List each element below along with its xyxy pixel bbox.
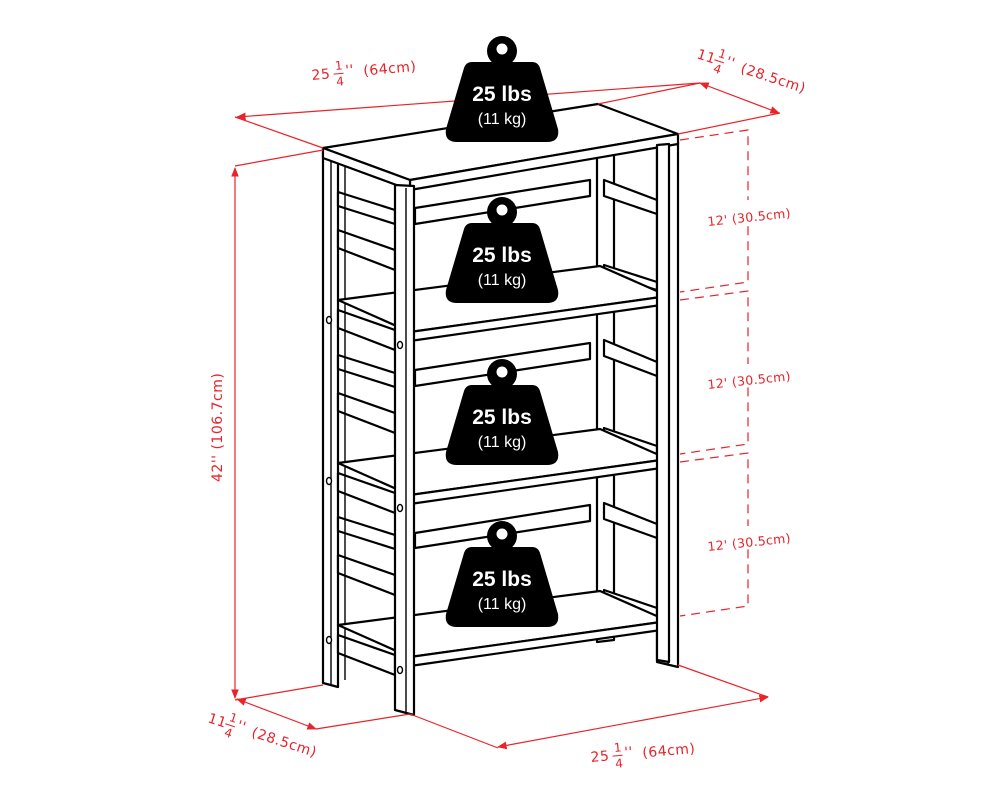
bottom-depth-unit: '' [235,718,248,736]
top-depth-whole: 11 [695,47,718,68]
weight-icon: 25 lbs (11 kg) [445,197,559,303]
weight-icon: 25 lbs (11 kg) [445,359,559,465]
bottom-depth-whole: 11 [206,711,229,732]
weight-label-lbs: 25 lbs [472,244,532,267]
weight-icon: 25 lbs (11 kg) [445,36,559,142]
top-width-metric: (64cm) [363,59,417,80]
bottom-depth-metric: (28.5cm) [250,725,319,761]
weight-label-lbs: 25 lbs [472,83,532,106]
bottom-depth-frac-num: 1 [228,710,240,726]
dimension-top-depth: 11 1 4 '' (28.5cm) [695,46,808,97]
bottom-depth-frac-den: 4 [223,725,235,741]
top-width-frac-num: 1 [334,58,343,73]
bottom-width-unit: '' [624,744,634,761]
top-depth-unit: '' [724,54,737,72]
weight-label-kg: (11 kg) [478,434,527,451]
top-width-whole: 25 [311,66,331,84]
top-width-unit: '' [345,62,355,79]
weight-label-kg: (11 kg) [478,272,527,289]
dimension-bottom-width: 25 1 4 '' (64cm) [590,740,696,771]
weight-label-lbs: 25 lbs [472,406,532,429]
top-depth-frac-den: 4 [712,61,724,77]
top-width-frac-den: 4 [336,74,345,89]
top-depth-frac-num: 1 [717,46,729,62]
bottom-width-whole: 25 [590,748,610,766]
top-depth-metric: (28.5cm) [739,61,808,97]
bottom-width-metric: (64cm) [642,741,696,762]
bolt-holes [325,315,404,675]
weight-icon: 25 lbs (11 kg) [445,521,559,627]
bottom-width-frac-num: 1 [613,740,622,755]
dimension-bottom-depth: 11 1 4 '' (28.5cm) [206,710,319,761]
bottom-width-frac-den: 4 [615,756,624,771]
weight-label-lbs: 25 lbs [472,568,532,591]
shelf-spacing-labels: 12' (30.5cm) 12' (30.5cm) 12' (30.5cm) [704,200,794,554]
dimension-top-width: 25 1 4 '' (64cm) [311,58,417,89]
dimension-height: 42'' (106.7cm) [210,373,226,482]
weight-label-kg: (11 kg) [478,596,527,613]
weight-label-kg: (11 kg) [478,111,527,128]
